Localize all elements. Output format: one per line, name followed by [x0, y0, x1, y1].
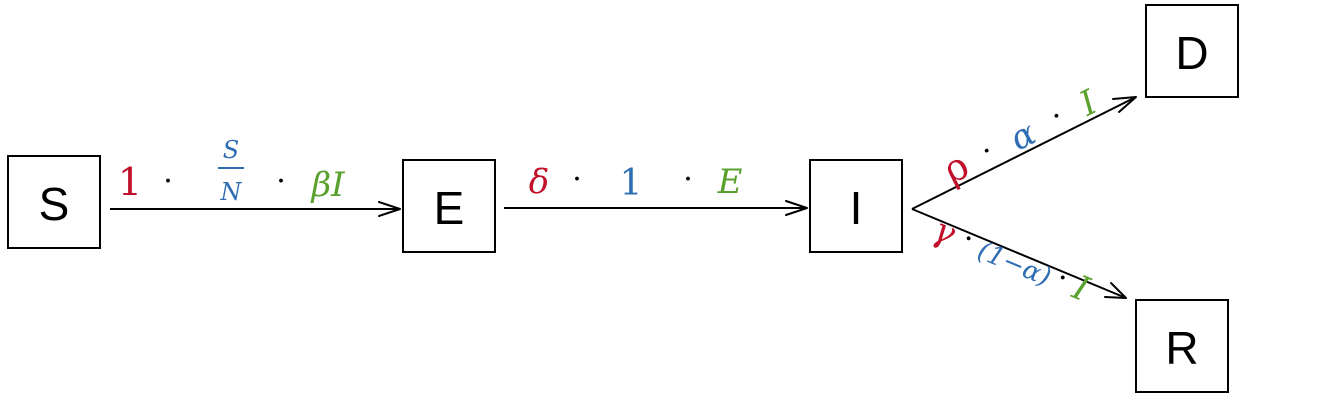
- rate-label-i-to-d: ρ · α · I: [936, 82, 1104, 192]
- node-e-label: E: [434, 182, 465, 234]
- edge-i-to-d: [911, 96, 1137, 210]
- rate-label-i-to-r: γ · (1−α) · I: [927, 209, 1095, 310]
- rate-s-to-e-fraction-numerator: S: [223, 136, 239, 164]
- rate-s-to-e-factor3: βI: [309, 165, 345, 205]
- node-i-box: [809, 159, 903, 253]
- edge-s-to-e-arrowhead: [378, 201, 401, 217]
- rate-i-to-d-factor1: ρ: [936, 143, 976, 192]
- rate-e-to-i-factor2: 1: [620, 163, 643, 204]
- edge-s-to-e: [110, 201, 401, 217]
- edge-i-to-r-arrowhead: [1104, 282, 1127, 299]
- node-d: D: [1145, 4, 1239, 98]
- rate-e-to-i-factor3: E: [717, 162, 743, 202]
- node-d-box: [1145, 4, 1239, 98]
- rate-s-to-e-fraction-denominator: N: [220, 178, 243, 206]
- edge-i-to-r-line: [911, 208, 1127, 299]
- rate-i-to-r-dot1: ·: [957, 221, 979, 257]
- rate-s-to-e-factor1: 1: [118, 160, 142, 204]
- node-r-label: R: [1165, 322, 1198, 374]
- node-i-label: I: [850, 182, 863, 234]
- rate-e-to-i-dot2: ·: [683, 162, 693, 197]
- edge-i-to-r: [911, 208, 1127, 299]
- rate-label-s-to-e: 1 · S N · βI: [118, 136, 345, 206]
- edge-i-to-d-arrowhead: [1112, 96, 1137, 113]
- rate-i-to-d-factor3: I: [1073, 82, 1104, 124]
- rate-s-to-e-dot1: ·: [163, 164, 173, 199]
- rate-i-to-d-dot1: ·: [975, 134, 999, 170]
- node-e-box: [402, 159, 496, 253]
- rate-i-to-r-factor2: (1−α): [973, 236, 1055, 293]
- rate-e-to-i-dot1: ·: [572, 162, 582, 197]
- node-d-label: D: [1175, 27, 1208, 79]
- rate-i-to-r-factor1: γ: [927, 209, 962, 254]
- rate-i-to-d-factor2: α: [1004, 113, 1042, 159]
- rate-i-to-d-dot2: ·: [1045, 99, 1069, 135]
- node-i: I: [809, 159, 903, 253]
- rate-e-to-i-factor1: δ: [529, 162, 549, 202]
- node-s-label: S: [39, 178, 70, 230]
- node-s: S: [7, 155, 101, 249]
- edge-i-to-d-line: [911, 96, 1137, 210]
- rate-i-to-r-factor3: I: [1066, 267, 1095, 310]
- node-r-box: [1135, 299, 1229, 393]
- node-r: R: [1135, 299, 1229, 393]
- rate-label-e-to-i: δ · 1 · E: [529, 162, 743, 204]
- rate-s-to-e-dot2: ·: [276, 164, 286, 199]
- node-e: E: [402, 159, 496, 253]
- edge-e-to-i-arrowhead: [785, 200, 808, 216]
- node-s-box: [7, 155, 101, 249]
- edge-e-to-i: [504, 200, 808, 216]
